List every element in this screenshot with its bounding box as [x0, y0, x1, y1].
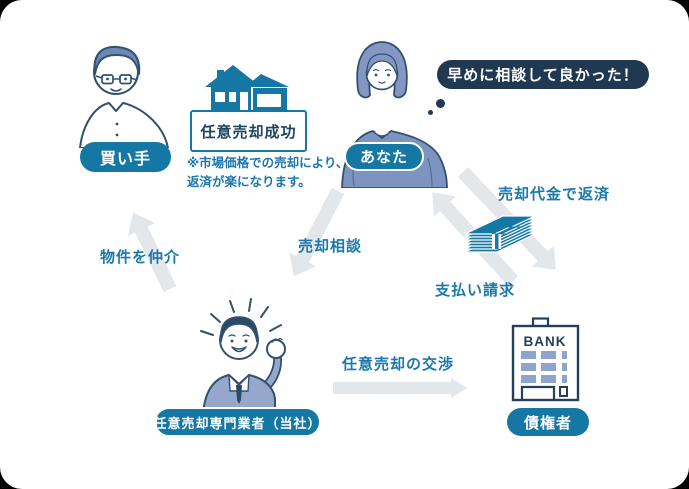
necktie: [236, 385, 242, 404]
success-title: 任意売却成功: [200, 123, 297, 141]
agent-hair: [220, 316, 258, 343]
you-label: あなた: [359, 149, 408, 166]
success-note-line1: ※市場価格での売却により、: [187, 156, 349, 170]
sparkle-rays-icon: [200, 298, 282, 336]
label-negotiate: 任意売却の交渉: [342, 356, 455, 373]
house-icon: [205, 65, 289, 110]
arrow-consult: [280, 184, 352, 284]
label-broker: 物件を仲介: [100, 249, 181, 266]
creditor-label-pill: 債権者: [507, 408, 589, 436]
raised-fist: [266, 339, 286, 359]
bank-windows: [521, 351, 567, 383]
label-demand: 支払い請求: [435, 282, 516, 299]
speech-text: 早めに相談して良かった！: [447, 67, 639, 84]
agent-label-pill: 任意売却専門業者（当社）: [154, 407, 321, 437]
arrow-negotiate: [333, 378, 467, 398]
speech-bubble: 早めに相談して良かった！: [437, 60, 649, 89]
success-box: 任意売却成功: [190, 110, 307, 152]
label-consult: 売却相談: [298, 238, 363, 255]
bank-sign: BANK: [524, 334, 567, 349]
agent-label: 任意売却専門業者（当社）: [153, 415, 322, 431]
agent-figure: [200, 298, 286, 414]
speech-dot-small: [428, 110, 433, 115]
bank-building-icon: BANK: [511, 317, 580, 402]
buyer-hair: [93, 45, 141, 75]
buyer-figure: [79, 45, 169, 148]
buyer-label: 買い手: [99, 151, 151, 168]
you-label-pill: あなた: [344, 142, 424, 171]
creditor-label: 債権者: [523, 414, 572, 432]
speech-dot-large: [436, 99, 445, 108]
you-hair: [356, 41, 408, 99]
success-note: ※市場価格での売却により、 返済が楽になります。: [187, 154, 348, 193]
buyer-label-pill: 買い手: [80, 142, 171, 172]
money-icon: [464, 215, 536, 253]
success-note-line2: 返済が楽になります。: [187, 175, 311, 190]
label-repay: 売却代金で返済: [498, 186, 611, 203]
